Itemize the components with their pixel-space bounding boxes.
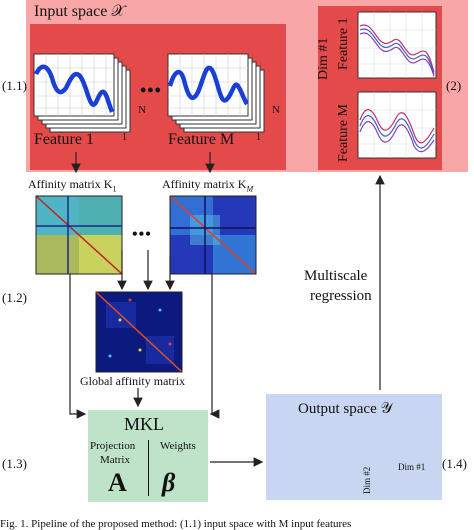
feature-ellipsis: ••• — [140, 80, 162, 100]
figure-caption: Fig. 1. Pipeline of the proposed method:… — [0, 518, 352, 530]
right-feature-m-label: Feature M — [336, 104, 351, 162]
affinity-m-subscript: M — [246, 184, 254, 194]
affinity-matrix-m-label: Affinity matrix KM — [162, 177, 253, 193]
stack-n2-label: N — [272, 104, 280, 116]
stack-1-label: 1 — [122, 132, 127, 143]
step-1-2-label: (1.2) — [2, 290, 27, 305]
feature-m-label: Feature M — [168, 131, 235, 148]
feature-1-plot-stack — [33, 53, 131, 133]
step-1-1-label: (1.1) — [2, 78, 27, 93]
feature-1-label: Feature 1 — [34, 131, 94, 148]
input-space-title: Input space 𝒳 — [34, 3, 126, 20]
dim-1-label: Dim #1 — [316, 37, 331, 80]
step-2-label: (2) — [446, 78, 462, 93]
projection-matrix-symbol: A — [108, 468, 127, 497]
affinity-m-text: Affinity matrix K — [162, 177, 247, 191]
projection-label-1: Projection — [90, 440, 136, 452]
projection-label-2: Matrix — [100, 454, 130, 466]
mkl-title: MKL — [124, 414, 164, 434]
pipeline-arrows — [69, 152, 385, 467]
output-space-box — [266, 394, 442, 500]
stack-12-label: 1 — [256, 132, 261, 143]
step-1-3-label: (1.3) — [2, 456, 27, 471]
profile-plot-feature-m — [357, 91, 437, 159]
global-affinity-matrix — [95, 291, 183, 373]
weights-label: Weights — [160, 440, 196, 452]
weights-symbol: β — [162, 468, 176, 497]
output-space-title: Output space 𝒴 — [298, 401, 393, 417]
regression-line-2: regression — [310, 288, 372, 304]
profile-plot-feature-1 — [357, 11, 437, 79]
affinity-ellipsis: ••• — [132, 226, 152, 243]
stack-n-label: N — [138, 104, 146, 116]
affinity-matrix-m — [169, 195, 257, 275]
output-dim-2-label: Dim #2 — [362, 466, 372, 494]
affinity-1-text: Affinity matrix K — [28, 177, 113, 191]
feature-m-plot-stack — [167, 53, 265, 133]
regression-line-1: Multiscale — [304, 268, 368, 284]
step-1-4-label: (1.4) — [442, 456, 467, 471]
mkl-divider — [148, 440, 149, 496]
global-affinity-label: Global affinity matrix — [80, 374, 186, 388]
output-dim-1-label: Dim #1 — [398, 462, 426, 472]
right-feature-1-label: Feature 1 — [336, 17, 351, 70]
affinity-matrix-1 — [35, 195, 123, 275]
affinity-1-subscript: 1 — [112, 184, 117, 194]
affinity-matrix-1-label: Affinity matrix K1 — [28, 177, 116, 193]
